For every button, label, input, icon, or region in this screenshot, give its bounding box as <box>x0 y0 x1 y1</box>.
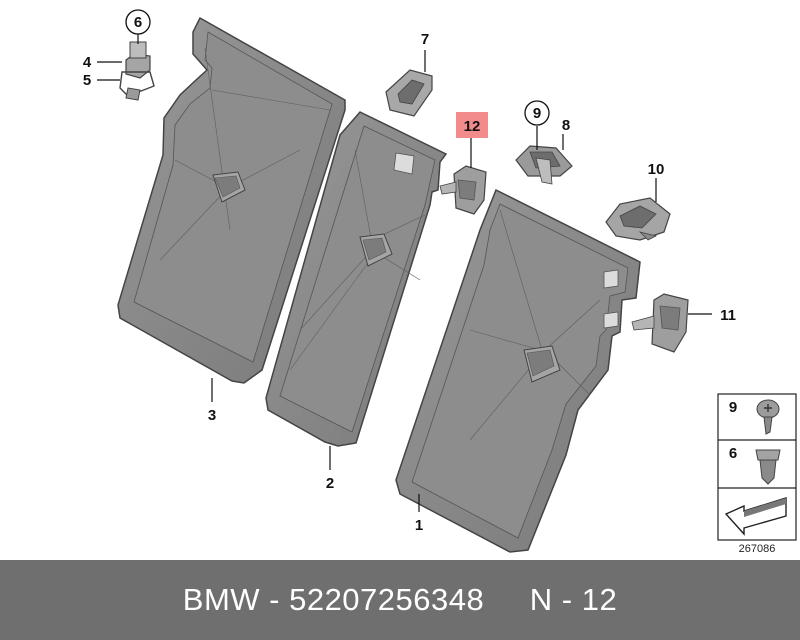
bracket-part-12 <box>439 165 487 215</box>
callout-9-circle <box>524 100 550 126</box>
callout-9: 9 <box>533 105 541 122</box>
callout-8: 8 <box>562 117 570 134</box>
bracket-part-11 <box>631 293 689 353</box>
seat-backrest-panel-2 <box>265 111 448 447</box>
assembly-direction-arrow-icon <box>724 497 787 536</box>
callout-7: 7 <box>421 31 429 48</box>
callout-6: 6 <box>134 14 142 31</box>
clip-fastener-icon <box>755 449 781 485</box>
seat-backrest-panel-1 <box>395 188 641 553</box>
screw-icon <box>756 399 780 435</box>
callout-1: 1 <box>415 517 423 534</box>
callout-10: 10 <box>648 161 665 178</box>
callout-11: 11 <box>720 307 736 324</box>
legend-item-6-label: 6 <box>729 445 737 462</box>
parts-diagram: 1 2 3 4 5 6 7 8 9 10 11 12 9 6 <box>83 9 797 555</box>
cover-part-8 <box>515 145 573 185</box>
leader-lines <box>97 34 712 512</box>
callout-4: 4 <box>83 54 92 71</box>
callout-12-highlight <box>456 112 488 138</box>
callout-2: 2 <box>326 475 334 492</box>
diagram-code: 267086 <box>739 543 776 555</box>
callout-3: 3 <box>208 407 216 424</box>
cover-part-10 <box>605 197 671 241</box>
fastener-legend: 9 6 267086 <box>717 393 797 555</box>
clip-assembly-4-5-6 <box>119 41 155 101</box>
legend-item-9-label: 9 <box>729 399 737 416</box>
seat-backrest-panel-3 <box>117 16 346 384</box>
callout-labels: 1 2 3 4 5 6 7 8 9 10 11 12 <box>83 9 736 534</box>
callout-12: 12 <box>464 118 481 135</box>
cover-part-7 <box>385 69 433 117</box>
callout-5: 5 <box>83 72 91 89</box>
callout-6-circle <box>125 9 151 35</box>
part-number-footer: BMW - 52207256348 N - 12 <box>0 560 800 640</box>
part-number-text: BMW - 52207256348 N - 12 <box>182 582 618 617</box>
